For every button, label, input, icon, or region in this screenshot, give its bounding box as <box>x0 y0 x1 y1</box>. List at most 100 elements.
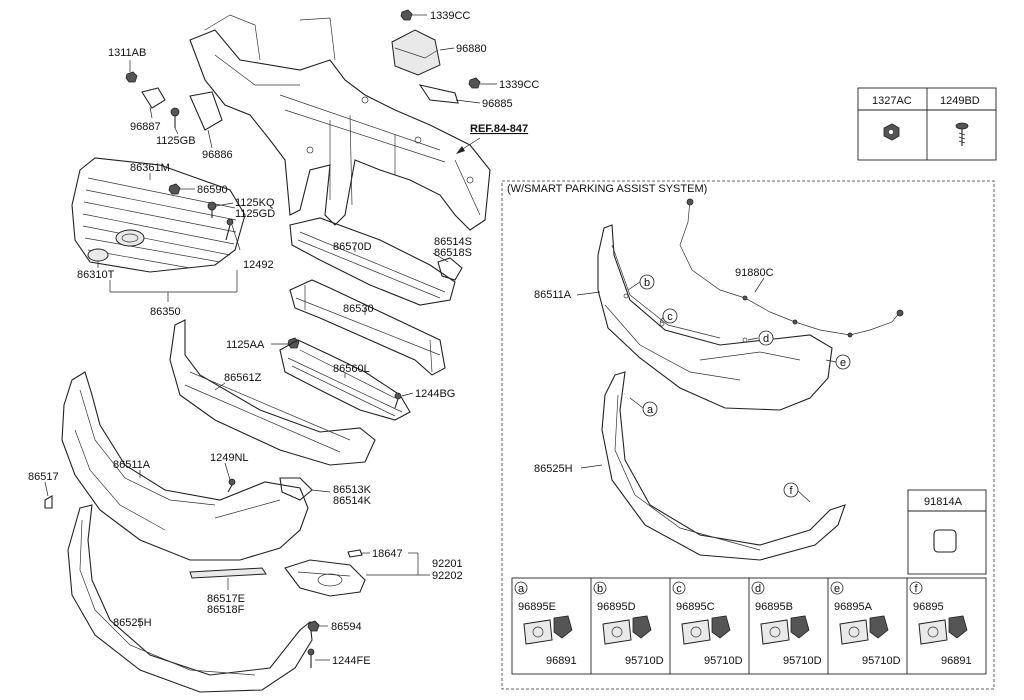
callout-d: d <box>758 330 774 346</box>
sensor-cell-letter-circle <box>751 581 765 595</box>
clip-86517 <box>44 495 53 509</box>
sensor-bracket-icon <box>839 619 869 645</box>
label-1249NL: 1249NL <box>210 452 249 464</box>
label-86514S: 86514S <box>434 236 472 248</box>
label-86570D: 86570D <box>333 241 372 253</box>
sensor-sub-part-number: 95710D <box>862 655 901 667</box>
svg-text:c: c <box>667 311 673 323</box>
sensor-cell-c: c 96895C 95710D <box>672 581 743 667</box>
sps-label-91880C: 91880C <box>735 267 774 279</box>
label-1311AB: 1311AB <box>108 47 146 59</box>
label-86590: 86590 <box>197 184 228 196</box>
svg-text:b: b <box>644 277 650 289</box>
sensor-part-number: 96895C <box>676 601 715 613</box>
screw-12492 <box>225 218 234 241</box>
bracket-96885 <box>418 84 459 104</box>
sensor-bracket-icon <box>918 619 948 645</box>
sensor-cell-letter: b <box>597 583 603 595</box>
sps-label-86525H: 86525H <box>534 463 573 475</box>
label-96885: 96885 <box>482 98 513 110</box>
sensor-table-cells: a 96895E 96891 b 96895D 95710D c 96895C 95710D d 9… <box>514 581 972 667</box>
legend-header-1327AC: 1327AC <box>872 95 912 107</box>
sensor-body-icon <box>711 615 731 639</box>
sensor-part-number: 96895E <box>518 601 556 613</box>
sensor-sub-part-number: 96891 <box>941 655 972 667</box>
label-ref: REF.84-847 <box>470 123 528 135</box>
bracket-86513K <box>279 477 313 501</box>
nut-1339CC-b <box>468 77 481 89</box>
label-86561Z: 86561Z <box>224 372 262 384</box>
screw-1249NL <box>227 478 236 493</box>
label-91814A: 91814A <box>924 496 963 508</box>
sensor-cell-letter-circle <box>672 581 686 595</box>
label-86350: 86350 <box>150 306 181 318</box>
label-86361M: 86361M <box>130 162 170 174</box>
sensor-cell-letter-circle <box>593 581 607 595</box>
label-96880: 96880 <box>456 43 487 55</box>
callout-f: f <box>783 482 799 498</box>
sensor-cell-letter: d <box>755 583 761 595</box>
label-96887: 96887 <box>130 121 161 133</box>
svg-text:a: a <box>647 404 654 416</box>
label-1125KQ: 1125KQ <box>235 197 275 209</box>
ref-arrow <box>456 137 481 154</box>
label-1244FE: 1244FE <box>332 655 371 667</box>
label-1244BG: 1244BG <box>415 388 455 400</box>
sps-bumper-86511A <box>597 224 833 411</box>
bolt-1125GB <box>170 107 180 128</box>
sensor-cell-letter: c <box>676 583 682 595</box>
label-92202: 92202 <box>432 570 463 582</box>
sensor-cell-letter: f <box>914 583 918 595</box>
label-18647: 18647 <box>372 548 403 560</box>
label-1125GB: 1125GB <box>156 135 196 147</box>
svg-text:d: d <box>763 333 769 345</box>
nut-1311AB <box>125 71 138 83</box>
sensor-bracket-icon <box>760 619 790 645</box>
sensor-table <box>511 577 987 675</box>
fastener-legend-table: 1327AC 1249BD <box>857 87 997 161</box>
nut-1339CC-a <box>400 9 413 21</box>
bolt-1244FE <box>307 648 315 668</box>
sensor-cell-e: e 96895A 95710D <box>830 581 901 667</box>
sps-box: (W/SMART PARKING ASSIST SYSTEM) <box>501 180 995 690</box>
leader-lines <box>44 14 497 661</box>
sensor-body-icon <box>632 615 652 639</box>
foglamp-92201 <box>284 559 366 597</box>
bracket-86514S <box>437 257 463 281</box>
callout-b: b <box>639 274 655 290</box>
sensor-ring-icon <box>690 626 702 638</box>
sensor-body-icon <box>790 615 810 639</box>
label-86513K: 86513K <box>333 484 372 496</box>
sensor-bracket-icon <box>602 619 632 645</box>
sensor-cell-letter: a <box>518 583 525 595</box>
sensor-sub-part-number: 95710D <box>704 655 743 667</box>
sensor-sub-part-number: 96891 <box>546 655 577 667</box>
sensor-cell-letter-circle <box>909 581 923 595</box>
sensor-cell-letter: e <box>834 583 840 595</box>
nut-icon <box>883 123 900 141</box>
lower-bumper-86525H <box>67 504 313 693</box>
beam-86530 <box>289 279 446 376</box>
legend-header-1249BD: 1249BD <box>940 95 980 107</box>
sensor-ring-icon <box>611 626 623 638</box>
label-1125AA: 1125AA <box>226 339 265 351</box>
sensor-ring-icon <box>532 626 544 638</box>
bracket-96887 <box>141 87 166 109</box>
sensor-part-number: 96895A <box>834 601 873 613</box>
sensor-body-icon <box>869 615 889 639</box>
bumper-cover-86511A <box>61 371 309 561</box>
label-96886: 96886 <box>202 149 233 161</box>
label-86310T: 86310T <box>77 269 115 281</box>
sensor-bracket-icon <box>681 619 711 645</box>
part-labels: 1339CC 96880 1339CC 96885 REF.84-847 131… <box>28 10 539 667</box>
label-1339CC-mid: 1339CC <box>499 79 539 91</box>
sensor-part-number: 96895D <box>597 601 636 613</box>
sps-lower-bumper-86525H <box>601 371 846 561</box>
sensor-ring-icon <box>848 626 860 638</box>
sensor-part-number: 96895B <box>755 601 793 613</box>
sensor-body-icon <box>948 615 968 639</box>
sps-wiring-91880C <box>679 198 904 338</box>
label-86517E: 86517E <box>207 593 245 605</box>
label-86517: 86517 <box>28 471 59 483</box>
sensor-body-icon <box>553 615 573 639</box>
